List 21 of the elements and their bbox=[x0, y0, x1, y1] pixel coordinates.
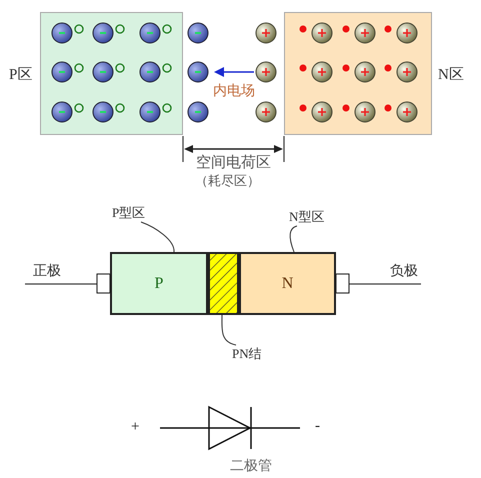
region-caption: （耗尽区） bbox=[195, 173, 260, 189]
semiconductor-block bbox=[239, 252, 336, 315]
polarity-sign: + bbox=[131, 419, 140, 435]
region-caption: 空间电荷区 bbox=[196, 155, 271, 171]
polarity-sign: - bbox=[315, 418, 320, 434]
leader-line bbox=[221, 314, 236, 346]
part-label: N型区 bbox=[289, 209, 331, 225]
block-label: N bbox=[280, 274, 294, 294]
symbol-caption: 二极管 bbox=[230, 459, 272, 475]
terminal-label: 正极 bbox=[33, 264, 61, 280]
part-label: P型区 bbox=[112, 205, 154, 221]
terminal-label: 负极 bbox=[390, 264, 418, 280]
region-label: N区 bbox=[438, 66, 464, 84]
region-label: P区 bbox=[9, 66, 32, 84]
pn-junction-box bbox=[208, 252, 239, 315]
part-label: PN结 bbox=[232, 346, 272, 362]
leader-line bbox=[140, 222, 174, 252]
semiconductor-block bbox=[110, 252, 208, 315]
field-label: 内电场 bbox=[213, 84, 255, 100]
leader-line bbox=[290, 226, 298, 252]
block-label: P bbox=[154, 274, 164, 294]
